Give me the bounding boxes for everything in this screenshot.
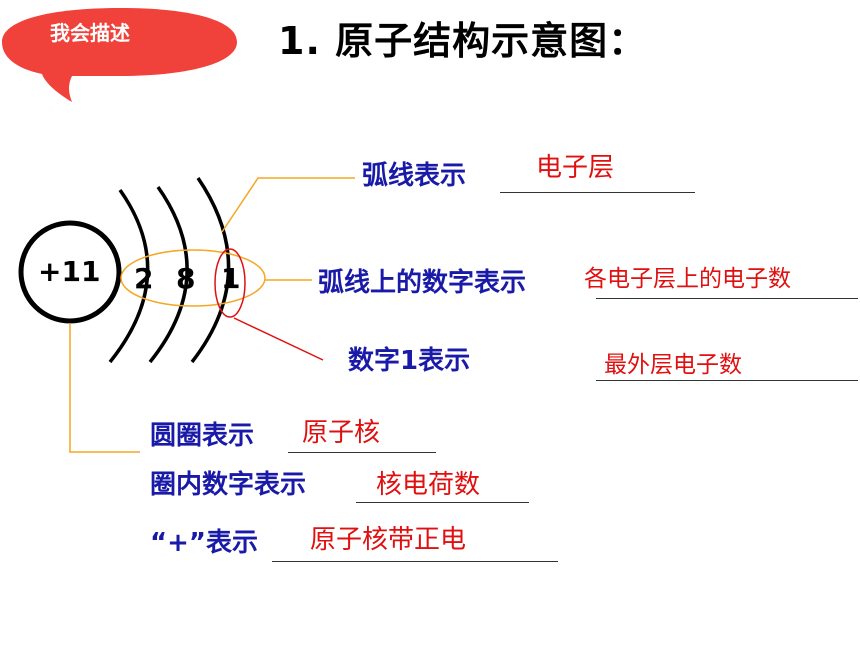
plus-answer-underline — [272, 561, 558, 562]
digit1-answer: 最外层电子数 — [604, 352, 742, 378]
shell-number-2: 8 — [176, 262, 196, 295]
plus-label: “+”表示 — [150, 528, 258, 558]
arc-label: 弧线表示 — [362, 161, 467, 191]
plus-answer: 原子核带正电 — [310, 525, 467, 555]
shell-number-1: 2 — [134, 262, 154, 295]
leader-arc — [221, 177, 355, 233]
nucleus-circle — [18, 220, 122, 324]
digit1-answer-underline — [596, 380, 858, 381]
digit1-ellipse — [214, 248, 246, 318]
page-title: 1. 原子结构示意图： — [278, 19, 648, 63]
circle-number-answer: 核电荷数 — [376, 470, 481, 500]
leader-circle — [69, 323, 140, 453]
shell-numbers-ellipse — [120, 249, 266, 307]
circle-answer: 原子核 — [302, 418, 381, 448]
arc-answer: 电子层 — [536, 153, 615, 183]
badge-label: 我会描述 — [50, 21, 130, 45]
circle-answer-underline — [288, 452, 436, 453]
arc-number-answer: 各电子层上的电子数 — [584, 266, 791, 292]
shell-arc-3 — [190, 177, 231, 364]
digit1-label: 数字1表示 — [348, 346, 471, 376]
arc-answer-underline — [500, 192, 695, 193]
arc-number-label: 弧线上的数字表示 — [318, 268, 527, 298]
nucleus-number: +11 — [38, 255, 101, 288]
leader-digit1 — [233, 317, 324, 361]
circle-label: 圆圈表示 — [150, 421, 255, 451]
shell-arc-1 — [108, 188, 150, 364]
badge-bubble — [2, 8, 237, 102]
shell-arc-2 — [148, 185, 189, 364]
circle-number-label: 圈内数字表示 — [150, 470, 307, 500]
circle-number-answer-underline — [356, 502, 529, 503]
shell-number-3: 1 — [221, 262, 241, 295]
arc-number-answer-underline — [596, 298, 858, 299]
